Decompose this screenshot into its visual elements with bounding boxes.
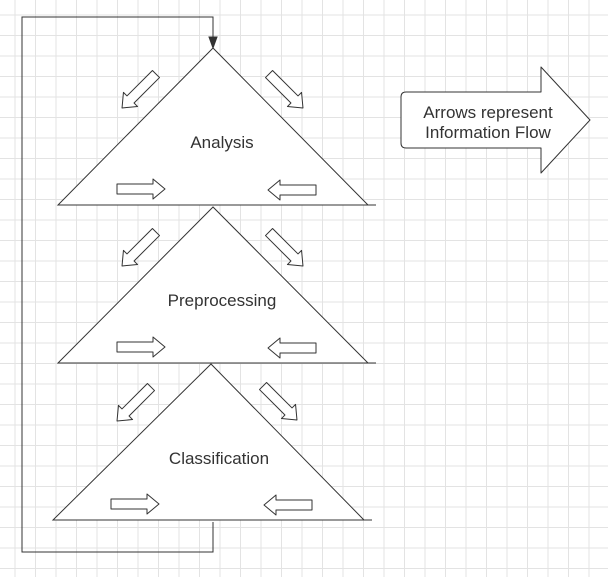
stage-analysis: Analysis <box>56 47 376 206</box>
legend-arrow-shape <box>400 66 591 174</box>
stage-label: Preprocessing <box>168 291 277 310</box>
legend-text-line-1: Arrows represent <box>423 103 553 122</box>
flow-arrow-icon <box>116 382 156 422</box>
flow-arrow-icon <box>267 179 317 201</box>
stage-triangle <box>56 47 370 206</box>
legend-arrow: Arrows represent Information Flow <box>400 66 591 174</box>
flow-arrow-icon <box>264 69 304 109</box>
flow-arrow-icon <box>116 336 166 358</box>
flow-arrow-icon <box>121 227 161 267</box>
stage-triangle <box>51 363 366 521</box>
stage-classification: Classification <box>51 363 372 521</box>
stage-label: Analysis <box>190 133 253 152</box>
feedback-loop-arrowhead <box>208 36 218 50</box>
legend-text-line-2: Information Flow <box>425 123 551 142</box>
stage-preprocessing: Preprocessing <box>56 206 376 364</box>
stage-label: Classification <box>169 449 269 468</box>
feedback-loop-connector <box>21 16 214 553</box>
stage-triangle <box>56 206 370 364</box>
flow-arrow-icon <box>267 337 317 359</box>
flow-arrow-icon <box>258 381 298 421</box>
flow-arrow-icon <box>263 494 313 516</box>
flow-arrow-icon <box>121 69 161 109</box>
flow-arrow-icon <box>110 493 160 515</box>
flow-arrow-icon <box>264 227 304 267</box>
flow-arrow-icon <box>116 178 166 200</box>
